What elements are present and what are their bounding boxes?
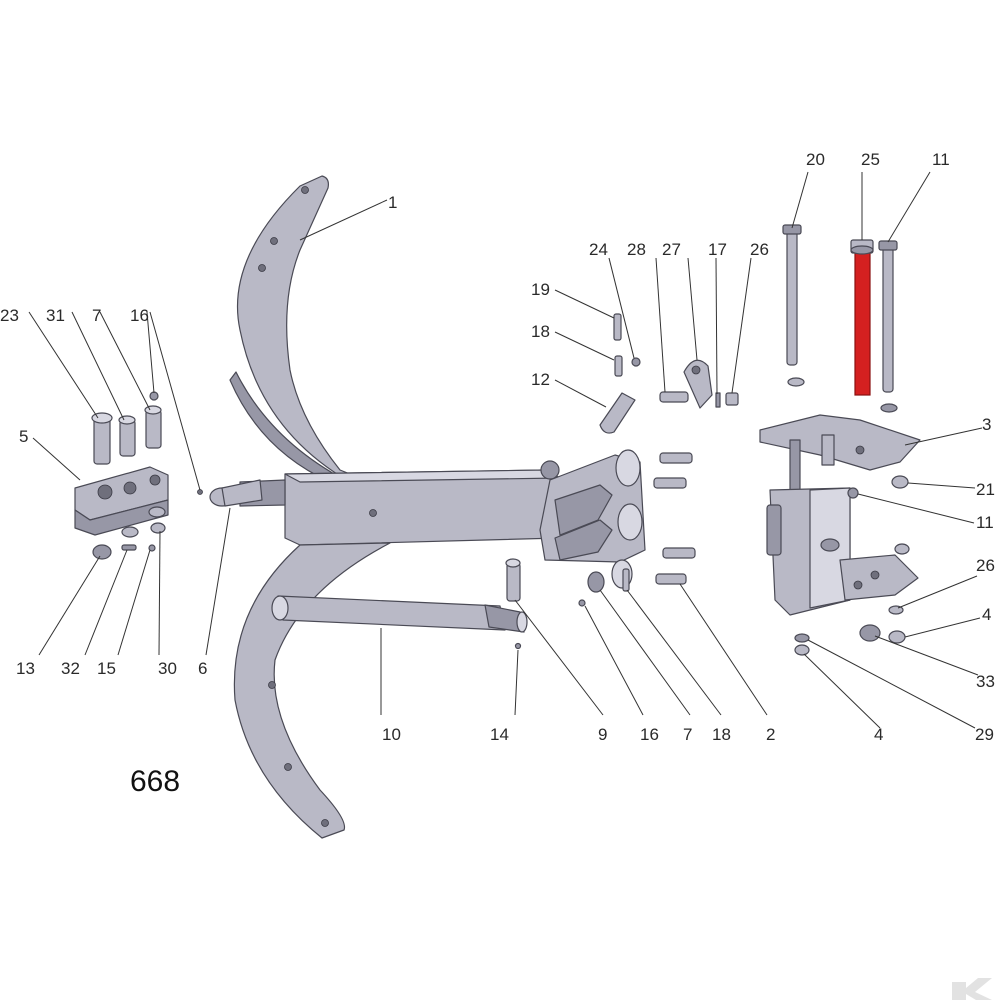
long-bolt-part-25-highlighted[interactable] — [850, 239, 874, 396]
callout-26-bottom: 29 — [975, 725, 994, 744]
callout-30: 30 — [158, 659, 177, 678]
leader-lines — [28, 171, 983, 729]
hydraulic-cylinder-part-9 — [271, 595, 528, 633]
callout-16-left: 16 — [130, 306, 149, 325]
callout-10: 11 — [932, 150, 950, 169]
callout-2: 2 — [766, 725, 775, 744]
callout-7-left: 7 — [92, 306, 101, 325]
callout-28: 27 — [662, 240, 681, 259]
long-bolt-part-20 — [782, 224, 805, 387]
callout-11: 11 — [976, 513, 994, 532]
callout-8: 9 — [598, 725, 607, 744]
callout-32: 32 — [61, 659, 80, 678]
callout-14: 14 — [490, 725, 509, 744]
callout-labels: 1 23 31 7 16 5 13 32 15 30 6 10 14 9 16 … — [0, 150, 995, 744]
callout-7-mid: 7 — [683, 725, 692, 744]
callout-1: 1 — [388, 193, 397, 212]
callout-31: 31 — [46, 306, 65, 325]
hitch-bracket-part-5 — [74, 466, 169, 536]
hardware-group-top — [599, 313, 739, 434]
callout-18-top: 18 — [531, 322, 550, 341]
small-hardware-left — [92, 506, 166, 560]
callout-33: 33 — [976, 672, 995, 691]
callout-3: 3 — [982, 415, 991, 434]
nuts-washers-right — [794, 475, 910, 656]
callout-16-mid: 16 — [640, 725, 659, 744]
callout-9: 10 — [382, 725, 401, 744]
mount-bracket-part-3 — [759, 414, 921, 616]
callout-15: 15 — [97, 659, 116, 678]
callout-26-top: 26 — [976, 556, 995, 575]
pin-part-8 — [505, 558, 522, 650]
callout-21: 21 — [976, 480, 995, 499]
callout-27: 26 — [750, 240, 769, 259]
callout-13: 12 — [531, 370, 550, 389]
callout-23: 23 — [0, 306, 19, 325]
brand-logo-watermark — [952, 978, 992, 1000]
callout-17: 17 — [708, 240, 727, 259]
callout-5: 5 — [19, 427, 28, 446]
pins-part-23-31-7 — [91, 391, 162, 465]
long-bolt-part-10 — [878, 240, 898, 413]
callout-6: 6 — [198, 659, 207, 678]
callout-24: 24 — [589, 240, 608, 259]
callout-20: 20 — [806, 150, 825, 169]
drawing-number: 668 — [130, 765, 180, 798]
callout-4-right: 4 — [982, 605, 991, 624]
callout-12: 13 — [16, 659, 35, 678]
callout-25: 25 — [861, 150, 880, 169]
callout-29: 28 — [627, 240, 646, 259]
main-frame-part-1 — [229, 175, 646, 839]
pivot-pin-part-6 — [197, 479, 263, 507]
callout-18-bottom: 18 — [712, 725, 731, 744]
callout-4-bottom: 4 — [874, 725, 883, 744]
bolts-part-2 — [578, 452, 696, 607]
callout-19: 19 — [531, 280, 550, 299]
